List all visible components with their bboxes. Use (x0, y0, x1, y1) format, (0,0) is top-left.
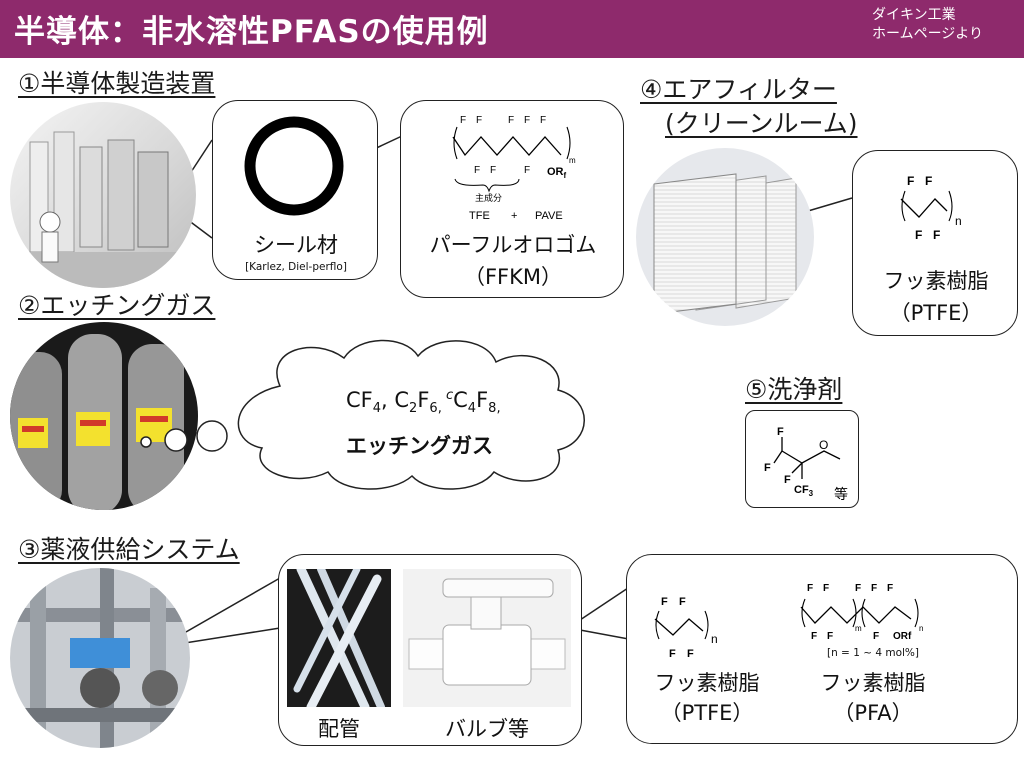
atom-f: F (915, 228, 922, 242)
section-title-2: ②エッチングガス (18, 291, 216, 320)
atom-f: F (823, 583, 829, 594)
ptfe-structure-2: F F F F n (654, 596, 718, 660)
o-ring-icon (244, 116, 344, 216)
atom-f: F (764, 462, 771, 474)
main-component-label: 主成分 (475, 192, 502, 203)
etching-label: エッチングガス (346, 434, 493, 458)
ptfe-abbr-2: （PTFE） (660, 701, 754, 725)
ptfe-abbr: （PTFE） (889, 301, 983, 325)
atom-f: F (887, 583, 893, 594)
section-title-1: ①半導体製造装置 (18, 69, 216, 98)
atom-f: F (679, 596, 686, 608)
ffkm-bubble: F F F F F F F F m ORf 主成分 TFE + PAVE パーフ… (400, 100, 624, 298)
etc-label: 等 (834, 486, 848, 502)
or-group: ORf (547, 166, 567, 180)
atom-f: F (855, 583, 861, 594)
plus-sign: + (511, 210, 517, 222)
tube-illustration (293, 569, 385, 707)
ffkm-structure: F F F F F F F F m ORf 主成分 TFE + PAVE (452, 115, 576, 222)
pfa-name: フッ素樹脂 (820, 671, 926, 695)
atom-f: F (460, 115, 466, 126)
atom-o: O (819, 438, 828, 452)
valve-label: バルブ等 (445, 717, 529, 741)
ffkm-abbr: （FFKM） (463, 265, 563, 289)
tfe-label: TFE (469, 210, 490, 222)
atom-f: F (669, 648, 676, 660)
atom-f: F (490, 165, 496, 176)
atom-f: F (508, 115, 514, 126)
atom-f: F (661, 596, 668, 608)
atom-f: F (907, 174, 914, 188)
etching-cloud (237, 339, 585, 490)
air-filter-photo (636, 148, 814, 326)
atom-f: F (871, 583, 877, 594)
seal-bubble: シール材 [Karlez, Diel-perflo] (212, 100, 378, 280)
pave-label: PAVE (535, 210, 563, 222)
source-note: ダイキン工業 ホームページより (872, 6, 983, 44)
source-line-2: ホームページより (872, 26, 984, 42)
sub-m: m (855, 624, 862, 633)
fab-illustration (10, 131, 196, 288)
seal-brands: [Karlez, Diel-perflo] (245, 261, 347, 273)
ptfe-name-2: フッ素樹脂 (654, 671, 760, 695)
valve-illustration (408, 578, 566, 686)
atom-f: F (687, 648, 694, 660)
section-title-3: ③薬液供給システム (18, 535, 240, 564)
pfa-structure: F F F F F F F F m n ORf (800, 583, 923, 642)
atom-f: F (925, 174, 932, 188)
atom-f: F (777, 426, 784, 438)
cf3-group: CF3 (794, 484, 814, 498)
parts-bubble: 配管 バルブ等 (278, 554, 582, 746)
sub-n: n (919, 624, 923, 633)
header-bar (0, 0, 1024, 58)
atom-f: F (476, 115, 482, 126)
resins-bubble: F F F F n F F F F F F F F m n ORf [n = 1… (626, 554, 1018, 744)
atom-f: F (811, 631, 817, 642)
atom-f: F (474, 165, 480, 176)
pfa-note: [n = 1 ~ 4 mol%] (826, 647, 920, 659)
etching-formula: CF4, C2F6, cC4F8, (346, 388, 501, 417)
ptfe-structure: F F F F n (900, 174, 962, 242)
atom-f: F (524, 165, 530, 176)
atom-f: F (933, 228, 940, 242)
piping-illustration (10, 568, 190, 748)
section-title-4a: ④エアフィルター (640, 75, 837, 104)
cleaner-structure: F F F O CF3 等 (764, 426, 848, 502)
chemical-supply-photo (10, 568, 190, 748)
gas-cylinder-photo (10, 322, 198, 510)
ptfe-name: フッ素樹脂 (883, 269, 989, 293)
fab-photo (10, 102, 196, 288)
sub-m: m (569, 156, 576, 165)
sub-n: n (711, 632, 718, 646)
pipe-photo (287, 569, 391, 707)
section-title-5: ⑤洗浄剤 (745, 375, 843, 404)
cleaner-box: F F F O CF3 等 (745, 410, 859, 508)
pfa-abbr: （PFA） (833, 701, 913, 725)
atom-f: F (827, 631, 833, 642)
seal-name: シール材 (254, 233, 338, 257)
pipe-label: 配管 (318, 717, 360, 741)
filter-illustration (653, 173, 797, 315)
thought-trail (140, 420, 228, 452)
atom-f: F (524, 115, 530, 126)
sub-n: n (955, 214, 962, 228)
ffkm-name: パーフルオロゴム (429, 233, 597, 257)
atom-f: F (807, 583, 813, 594)
atom-f: F (784, 474, 791, 486)
page-title: 半導体：非水溶性PFASの使用例 (14, 14, 489, 50)
atom-f: F (540, 115, 546, 126)
orf-group: ORf (893, 631, 912, 642)
atom-f: F (873, 631, 879, 642)
valve-photo (403, 569, 571, 707)
section-title-4b: (クリーンルーム) (665, 109, 858, 138)
air-filter-bubble: F F F F n フッ素樹脂 （PTFE） (852, 150, 1018, 336)
source-line-1: ダイキン工業 (872, 7, 956, 23)
